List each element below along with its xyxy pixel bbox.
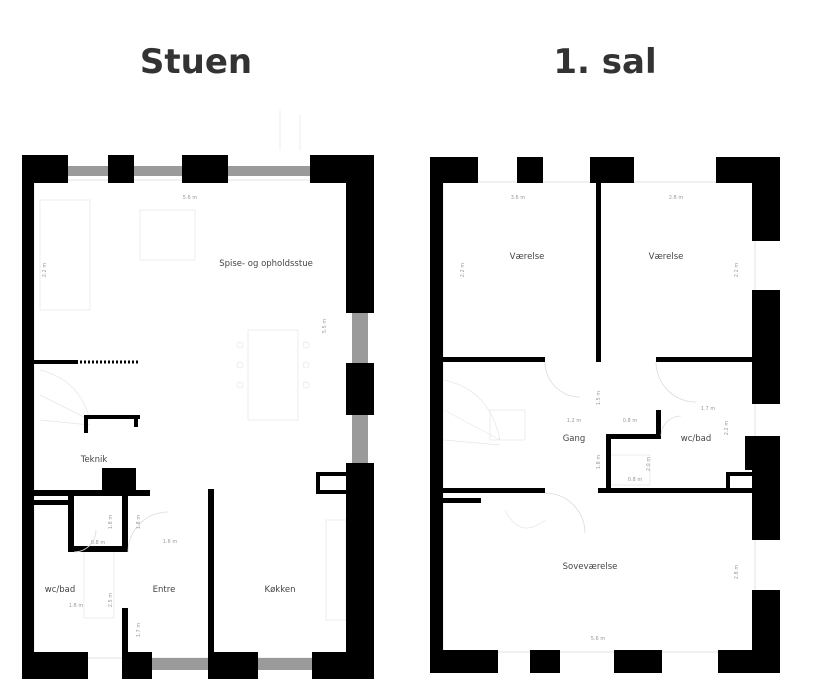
room-label-kokken: Køkken [265, 585, 296, 595]
dim-label: 2.8 m [669, 195, 684, 201]
room-label-spise-og-opholdsstue: Spise- og opholdsstue [219, 259, 313, 269]
dim-label: 2.0 m [646, 457, 652, 472]
floor-title-stuen: Stuen [139, 42, 253, 82]
dim-label: 1.7 m [701, 406, 716, 412]
dim-label: 1.8 m [596, 455, 602, 470]
floor-title-1-sal: 1. sal [553, 42, 657, 82]
room-label-vaerelse-1: Værelse [510, 252, 545, 262]
room-label-sovevaerelse: Soveværelse [563, 562, 618, 572]
dim-label: 0.8 m [628, 477, 643, 483]
room-label-entre: Entre [153, 585, 176, 595]
dim-label: 1.8 m [69, 603, 84, 609]
dim-label: 5.6 m [591, 636, 606, 642]
dim-label: 3.6 m [511, 195, 526, 201]
dim-label: 2.2 m [42, 263, 48, 278]
dim-label: 2.5 m [108, 593, 114, 608]
dim-label: 1.7 m [136, 623, 142, 638]
room-label-wc-bad: wc/bad [45, 585, 76, 595]
dim-label: 1.8 m [108, 515, 114, 530]
dim-label: 0.8 m [623, 418, 638, 424]
room-label-vaerelse-2: Værelse [649, 252, 684, 262]
room-label-gang: Gang [563, 434, 586, 444]
dim-label: 5.6 m [183, 195, 198, 201]
floorplan-1-sal: Værelse Værelse Gang wc/bad Soveværelse … [430, 157, 780, 673]
dim-label: 1.5 m [596, 391, 602, 406]
dim-label: 1.8 m [136, 515, 142, 530]
dim-label: 2.8 m [734, 565, 740, 580]
dim-label: 2.2 m [460, 263, 466, 278]
dim-label: 1.2 m [567, 418, 582, 424]
dim-label: 1.6 m [163, 539, 178, 545]
dim-label: 2.2 m [734, 263, 740, 278]
room-label-teknik: Teknik [80, 455, 108, 465]
room-label-wc-bad: wc/bad [681, 434, 712, 444]
dim-label: 0.8 m [91, 540, 106, 546]
floorplan-stuen: Spise- og opholdsstue Teknik wc/bad Entr… [22, 110, 374, 679]
furniture-sketch [39, 110, 347, 621]
dim-label: 5.5 m [322, 319, 328, 334]
dim-label: 2.2 m [724, 421, 730, 436]
furniture-sketch [443, 379, 651, 529]
